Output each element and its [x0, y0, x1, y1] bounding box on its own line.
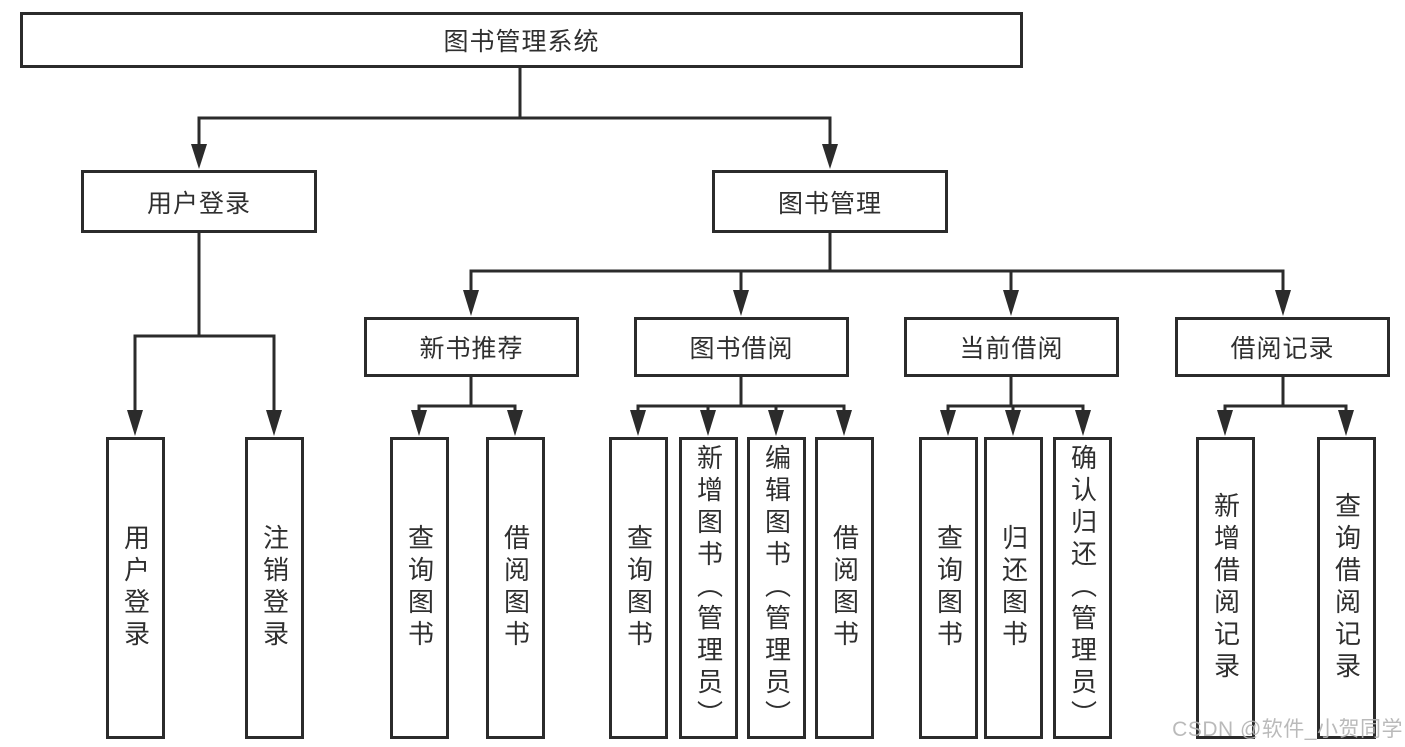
- leaf-label: 确认归还（管理员）: [1067, 444, 1098, 732]
- connector-book-borrow-to-leaves: [630, 377, 852, 436]
- arrowhead: [822, 144, 838, 169]
- arrowhead: [463, 290, 479, 316]
- arrowhead: [1338, 410, 1354, 436]
- node-book-management: 图书管理: [712, 170, 948, 233]
- arrowhead: [733, 290, 749, 316]
- connector-current-borrow-to-leaves: [940, 377, 1091, 436]
- leaf-add-borrow-record: 新增借阅记录: [1196, 437, 1255, 739]
- leaf-label: 查询图书: [623, 524, 654, 652]
- arrowhead: [768, 410, 784, 436]
- leaf-label: 查询借阅记录: [1331, 492, 1362, 684]
- leaf-label: 用户登录: [120, 524, 151, 652]
- connector-book-mgmt-to-level3: [463, 233, 1291, 316]
- node-label: 新书推荐: [419, 335, 524, 363]
- arrowhead: [1005, 410, 1021, 436]
- leaf-label: 新增借阅记录: [1210, 492, 1241, 684]
- arrowhead: [1075, 410, 1091, 436]
- csdn-watermark: CSDN @软件_小贺同学: [1172, 718, 1403, 741]
- arrowhead: [127, 410, 143, 436]
- leaf-label: 新增图书（管理员）: [693, 444, 724, 732]
- leaf-logout: 注销登录: [245, 437, 304, 739]
- arrowhead: [1217, 410, 1233, 436]
- arrowhead: [411, 410, 427, 436]
- leaf-borrow-books-borrowing: 借阅图书: [815, 437, 874, 739]
- arrowhead: [191, 144, 207, 169]
- node-label: 当前借阅: [959, 335, 1064, 363]
- node-label: 借阅记录: [1230, 335, 1335, 363]
- arrowhead: [700, 410, 716, 436]
- leaf-edit-books-admin: 编辑图书（管理员）: [747, 437, 806, 739]
- node-book-borrowing: 图书借阅: [634, 317, 849, 377]
- leaf-user-login: 用户登录: [106, 437, 165, 739]
- connector-root-to-level2: [191, 68, 838, 169]
- leaf-label: 归还图书: [998, 524, 1029, 652]
- node-user-login-group: 用户登录: [81, 170, 317, 233]
- leaf-query-books-current: 查询图书: [919, 437, 978, 739]
- arrowhead: [507, 410, 523, 436]
- arrowhead: [836, 410, 852, 436]
- connector-borrow-records-to-leaves: [1217, 377, 1354, 436]
- leaf-query-books-borrowing: 查询图书: [609, 437, 668, 739]
- leaf-label: 借阅图书: [500, 524, 531, 652]
- node-label: 用户登录: [146, 189, 251, 218]
- node-current-borrowing: 当前借阅: [904, 317, 1119, 377]
- leaf-add-books-admin: 新增图书（管理员）: [679, 437, 738, 739]
- leaf-label: 查询图书: [404, 524, 435, 652]
- leaf-label: 查询图书: [933, 524, 964, 652]
- node-label: 图书借阅: [689, 335, 794, 363]
- arrowhead: [266, 410, 282, 436]
- arrowhead: [940, 410, 956, 436]
- leaf-query-books-recommend: 查询图书: [390, 437, 449, 739]
- connector-new-book-to-leaves: [411, 377, 523, 436]
- node-label: 图书管理系统: [443, 28, 600, 56]
- leaf-label: 借阅图书: [829, 524, 860, 652]
- leaf-borrow-books-recommend: 借阅图书: [486, 437, 545, 739]
- node-new-book-recommend: 新书推荐: [364, 317, 579, 377]
- leaf-label: 编辑图书（管理员）: [761, 444, 792, 732]
- node-label: 图书管理: [777, 189, 882, 218]
- leaf-label: 注销登录: [259, 524, 290, 652]
- node-borrowing-records: 借阅记录: [1175, 317, 1390, 377]
- leaf-confirm-return-admin: 确认归还（管理员）: [1053, 437, 1112, 739]
- leaf-query-borrow-record: 查询借阅记录: [1317, 437, 1376, 739]
- connector-user-login-to-leaves: [127, 233, 282, 436]
- arrowhead: [630, 410, 646, 436]
- node-library-management-system: 图书管理系统: [20, 12, 1023, 68]
- arrowhead: [1275, 290, 1291, 316]
- leaf-return-books: 归还图书: [984, 437, 1043, 739]
- arrowhead: [1003, 290, 1019, 316]
